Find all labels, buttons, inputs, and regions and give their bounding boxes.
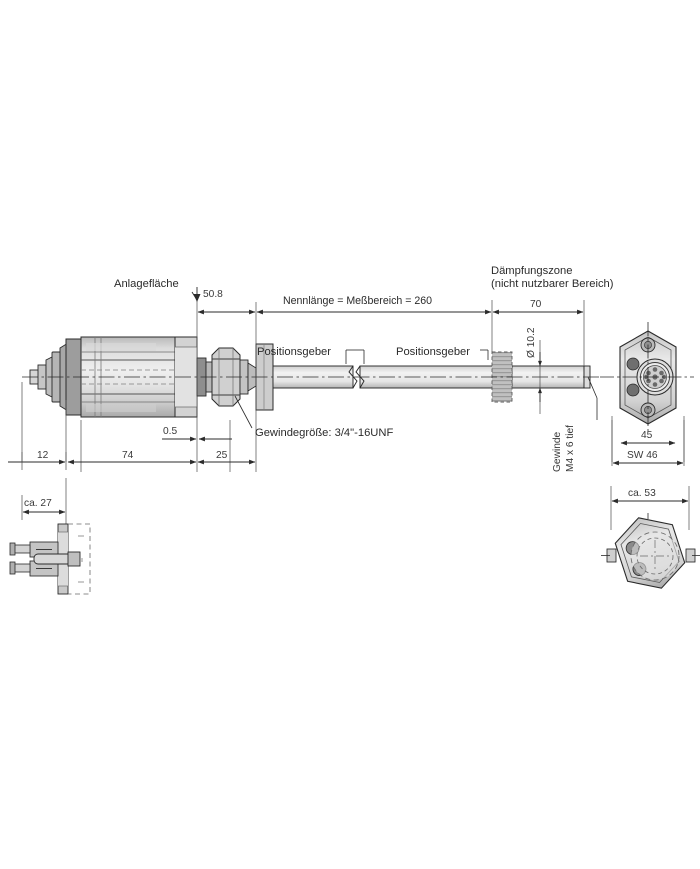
dimension-70-label: 70 bbox=[530, 299, 542, 310]
dimension-45: 45 bbox=[620, 430, 676, 446]
positionsgeber-label-2: Positionsgeber bbox=[396, 346, 470, 358]
dimension-74: 74 bbox=[67, 450, 197, 465]
dimension-25: 25 bbox=[197, 450, 256, 465]
connector-dimensions: 45 SW 46 bbox=[611, 416, 685, 466]
gewinde-m4-callout: Gewinde M4 x 6 tief bbox=[552, 376, 598, 472]
dimension-group-bottom: 0.5 12 74 25 bbox=[8, 426, 256, 470]
mounting-side-view: ca. 27 bbox=[9, 478, 91, 595]
dimension-12-label: 12 bbox=[37, 450, 49, 461]
positionsgeber-label-1: Positionsgeber bbox=[257, 346, 331, 358]
connector-front-view bbox=[600, 322, 694, 432]
daempfungszone-label-line2: (nicht nutzbarer Bereich) bbox=[491, 278, 614, 290]
dimension-70: 70 bbox=[492, 299, 584, 315]
dimension-ca-27-label: ca. 27 bbox=[24, 498, 52, 509]
diameter-10-2-label: Ø 10.2 bbox=[526, 327, 537, 358]
dimension-diameter-10-2: Ø 10.2 bbox=[526, 327, 542, 414]
positionsgeber-labels: Positionsgeber Positionsgeber bbox=[257, 346, 489, 364]
dimension-0-5-label: 0.5 bbox=[163, 426, 177, 437]
dimension-ca-27: ca. 27 bbox=[22, 498, 66, 515]
dimension-sw46-label: SW 46 bbox=[627, 450, 658, 461]
dimension-45-label: 45 bbox=[641, 430, 653, 441]
dimension-sw46: SW 46 bbox=[612, 450, 684, 466]
dimension-12: 12 bbox=[8, 450, 67, 470]
dimension-ca-53-label: ca. 53 bbox=[628, 488, 656, 499]
dimension-50-8-label: 50.8 bbox=[203, 289, 223, 300]
daempfungszone-label-line1: Dämpfungszone bbox=[491, 265, 572, 277]
gewinde-label-line1: Gewinde bbox=[552, 431, 563, 472]
connector-dashed-circle bbox=[630, 531, 680, 581]
anlageflaeche-label: Anlagefläche bbox=[114, 278, 179, 290]
gewinde-label-line2: M4 x 6 tief bbox=[565, 425, 576, 472]
gewindegroesse-callout: Gewindegröße: 3/4"-16UNF bbox=[234, 395, 393, 439]
main-side-view bbox=[22, 336, 600, 418]
connector-angled-view: ca. 53 bbox=[601, 486, 700, 589]
dimension-nennlaenge: Nennlänge = Meßbereich = 260 bbox=[256, 295, 492, 315]
gewindegroesse-label: Gewindegröße: 3/4"-16UNF bbox=[255, 427, 393, 439]
dimension-50-8: 50.8 bbox=[191, 287, 256, 315]
dimension-ca-53: ca. 53 bbox=[611, 488, 689, 504]
dimension-25-label: 25 bbox=[216, 450, 228, 461]
nennlaenge-label: Nennlänge = Meßbereich = 260 bbox=[283, 295, 432, 307]
dimension-group-top: 50.8 Nennlänge = Meßbereich = 260 70 bbox=[191, 287, 584, 315]
dimension-74-label: 74 bbox=[122, 450, 134, 461]
top-text-labels: Anlagefläche Dämpfungszone (nicht nutzba… bbox=[114, 265, 614, 290]
dimension-0-5: 0.5 bbox=[162, 426, 232, 442]
